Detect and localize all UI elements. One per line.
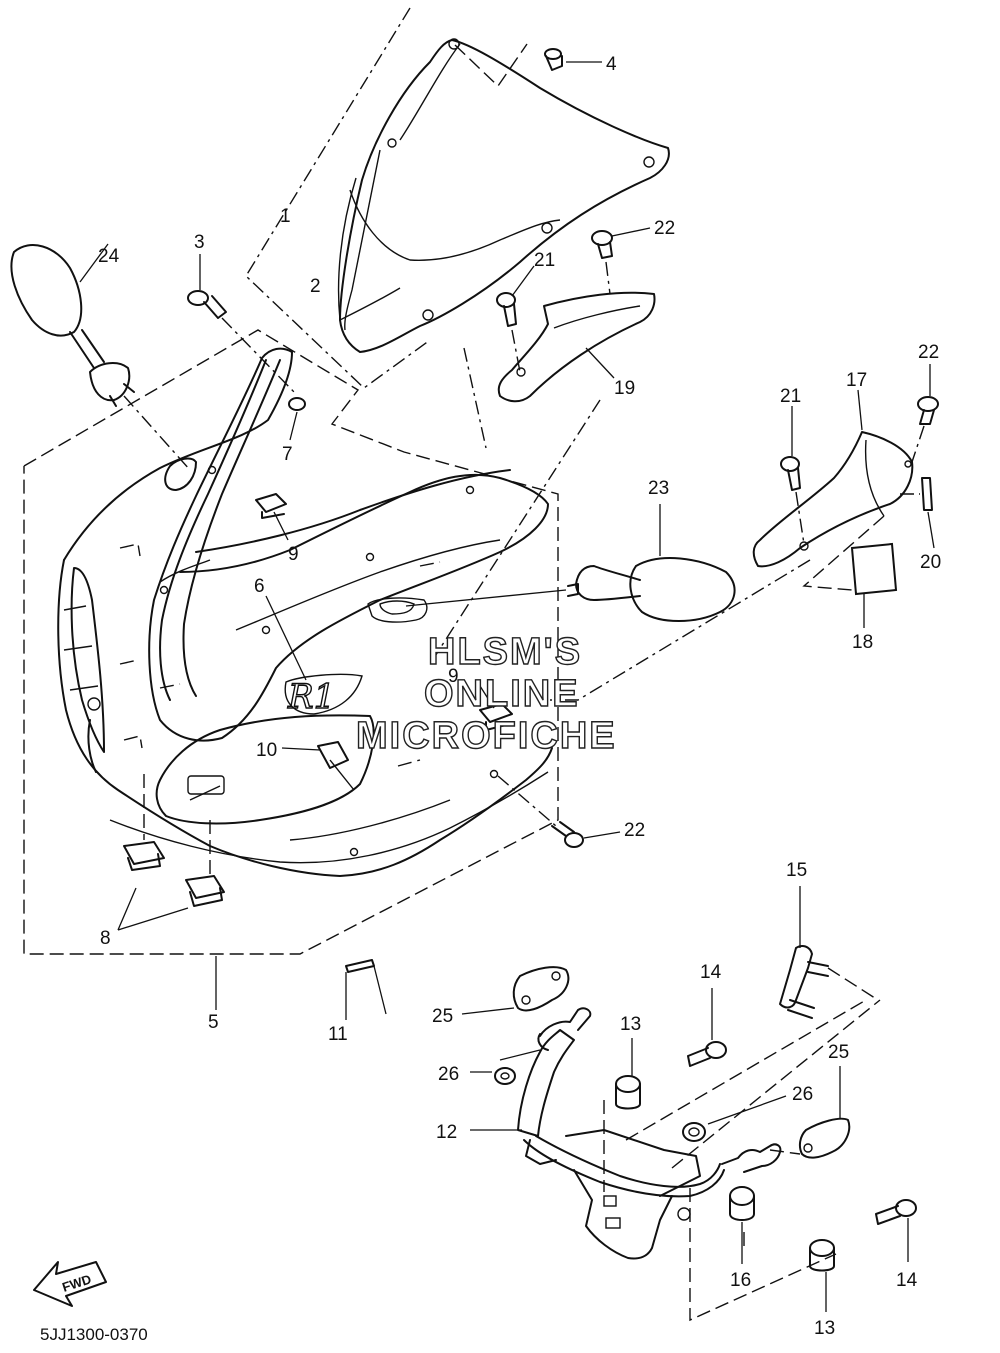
callout-13: 13	[620, 1014, 641, 1035]
forward-arrow: FWD	[33, 1261, 107, 1307]
screw-22-upper	[591, 230, 613, 259]
damper-13-lower	[809, 1239, 835, 1272]
callout-6: 6	[254, 576, 265, 597]
bracket-25-upper	[512, 966, 570, 1012]
callout-13: 13	[814, 1318, 835, 1339]
rubber-10	[317, 741, 349, 769]
inner-panel-19	[497, 291, 656, 403]
callout-26: 26	[792, 1084, 813, 1105]
upper-cowling	[57, 347, 553, 877]
callout-9: 9	[448, 666, 459, 687]
callout-21: 21	[534, 250, 555, 271]
callout-12: 12	[436, 1122, 457, 1143]
callout-23: 23	[648, 478, 669, 499]
screw-21-right	[780, 456, 801, 491]
watermark-line-2: ONLINE	[424, 673, 580, 715]
nut-clip-9-lower	[479, 703, 513, 731]
callout-25: 25	[432, 1006, 453, 1027]
callout-22: 22	[918, 342, 939, 363]
mirror-right	[567, 557, 736, 622]
callout-25: 25	[828, 1042, 849, 1063]
collar-16	[729, 1186, 755, 1221]
mirror-left	[10, 244, 135, 407]
watermark-line-1: HLSM'S	[428, 631, 582, 673]
callout-14: 14	[700, 962, 722, 983]
callout-4: 4	[606, 54, 617, 75]
nut-26-lower	[682, 1122, 706, 1142]
callout-24: 24	[98, 246, 120, 267]
bolt-14-upper	[687, 1041, 727, 1067]
grommet-7	[288, 397, 306, 411]
watermark-line-3: MICROFICHE	[356, 715, 617, 757]
damper-13-upper	[615, 1075, 641, 1110]
callout-22: 22	[624, 820, 645, 841]
bolt-14-lower	[875, 1199, 917, 1225]
bracket-15	[779, 945, 829, 1019]
drawing-code: 5JJ1300-0370	[40, 1325, 148, 1344]
callout-26: 26	[438, 1064, 459, 1085]
screw-21-upper	[496, 292, 517, 327]
emblem-decal: R1	[284, 673, 363, 718]
nut-26-upper	[494, 1067, 516, 1085]
callout-9: 9	[288, 544, 299, 565]
callout-16: 16	[730, 1270, 751, 1291]
callout-labels: 24 3 1 2 4 22 21 19 7 9 6 22 17 21 20 23…	[98, 54, 941, 1339]
bracket-25-lower	[798, 1117, 851, 1159]
tape-20	[921, 477, 933, 511]
callout-18: 18	[852, 632, 873, 653]
callout-17: 17	[846, 370, 867, 391]
emblem-text: R1	[287, 677, 335, 717]
screw-22-right	[917, 396, 939, 425]
nut-clip-9-upper	[255, 493, 287, 519]
callout-20: 20	[920, 552, 941, 573]
side-panel-17	[752, 431, 914, 568]
watermark: HLSM'S ONLINE MICROFICHE	[355, 630, 617, 757]
callout-21: 21	[780, 386, 801, 407]
callout-1: 1	[280, 206, 291, 227]
callout-3: 3	[194, 232, 205, 253]
callout-10: 10	[256, 740, 277, 761]
callout-19: 19	[614, 378, 635, 399]
windscreen	[337, 38, 670, 353]
callout-7: 7	[282, 444, 293, 465]
grommets-8	[123, 841, 225, 907]
screw-3	[187, 290, 227, 319]
callout-22: 22	[654, 218, 675, 239]
cowling-stay-12	[517, 1007, 782, 1260]
callout-5: 5	[208, 1012, 219, 1033]
rivet-4	[544, 48, 563, 71]
callout-2: 2	[310, 276, 321, 297]
tape-11	[345, 959, 375, 973]
sponge-18	[850, 542, 898, 596]
callout-15: 15	[786, 860, 807, 881]
callout-14: 14	[896, 1270, 918, 1291]
screw-22-lower	[551, 821, 584, 848]
callout-8: 8	[100, 928, 111, 949]
callout-11: 11	[328, 1024, 348, 1045]
